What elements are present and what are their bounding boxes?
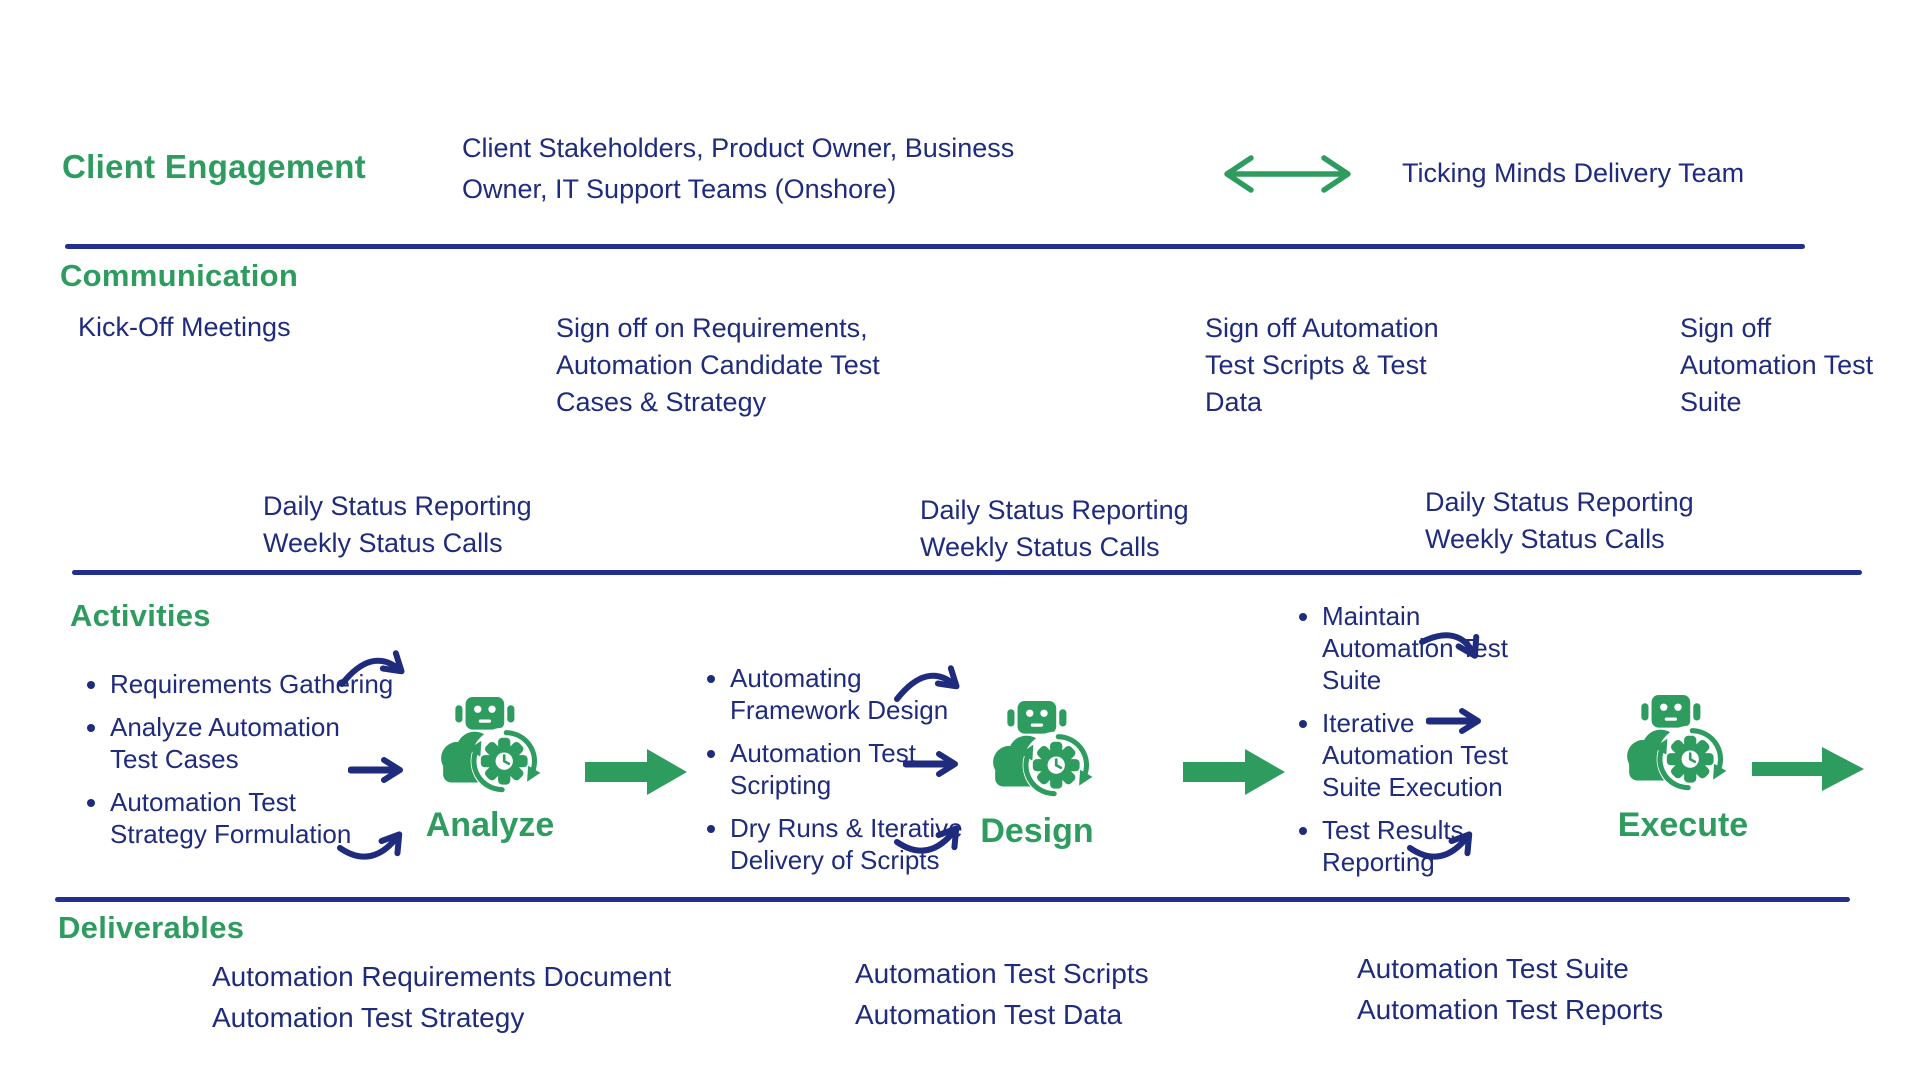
signoff-requirements-text: Sign off on Requirements,Automation Cand… [556, 313, 880, 417]
section-divider [65, 244, 1805, 249]
block-arrow-right-icon [1752, 747, 1864, 791]
straight-arrow-icon [903, 751, 958, 777]
curved-arrow-icon [894, 825, 960, 854]
curved-arrow-icon [1407, 831, 1473, 860]
curved-arrow-icon [337, 831, 403, 860]
robot-gear-cycle-icon [988, 698, 1100, 812]
robot-gear-cycle-icon [436, 694, 548, 808]
straight-arrow-icon [1426, 708, 1481, 734]
curved-arrow-icon [894, 665, 960, 702]
activities-heading: Activities [70, 598, 211, 633]
curved-arrow-icon [1419, 632, 1480, 659]
communication-heading: Communication [60, 258, 299, 293]
section-divider [55, 897, 1850, 902]
stage-label-execute: Execute [1617, 806, 1749, 844]
block-arrow-right-icon [585, 749, 687, 795]
client-stakeholders-text: Client Stakeholders, Product Owner, Busi… [462, 133, 1015, 204]
stage-label-design: Design [980, 812, 1094, 850]
curved-arrow-icon [339, 650, 405, 687]
analyze-bullet-list: Requirements Gathering Analyze Automatio… [80, 668, 420, 861]
bidirectional-arrow-icon [1224, 155, 1351, 193]
delivery-team-text: Ticking Minds Delivery Team [1402, 158, 1745, 188]
straight-arrow-icon [348, 757, 403, 783]
stage-label-analyze: Analyze [425, 806, 555, 844]
robot-gear-cycle-icon [1622, 692, 1734, 806]
section-divider [72, 570, 1862, 575]
client-engagement-heading: Client Engagement [62, 148, 366, 185]
kickoff-meetings-text: Kick-Off Meetings [78, 312, 291, 342]
deliverables-heading: Deliverables [58, 910, 245, 945]
activity-bullet: Requirements Gathering [110, 668, 420, 700]
block-arrow-right-icon [1183, 749, 1285, 795]
